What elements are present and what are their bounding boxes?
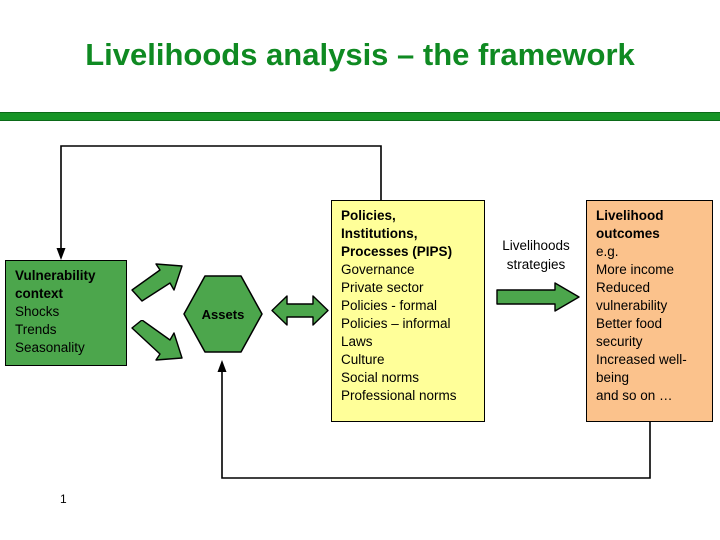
pips-heading-line-3: Processes (PIPS) [341,244,453,259]
outcomes-item-being: being [596,370,630,385]
arrow-assets-pips-bidirectional [271,294,329,327]
outcomes-item-better-food: Better food [596,316,663,331]
title-divider-rule [0,112,720,121]
outcomes-item-more-income: More income [596,262,675,277]
outcomes-item-eg: e.g. [596,244,619,259]
pips-item-policies-formal: Policies - formal [341,298,438,313]
pips-item-governance: Governance [341,262,415,277]
outcomes-item-security: security [596,334,643,349]
strategies-line-1: Livelihoods [502,238,570,253]
vulnerability-heading-line-1: Vulnerability [15,268,96,283]
vulnerability-item-shocks: Shocks [15,304,60,319]
page-title: Livelihoods analysis – the framework [85,37,635,72]
arrow-strategies-to-outcomes [496,282,580,312]
vulnerability-item-seasonality: Seasonality [15,340,85,355]
pips-heading-line-2: Institutions, [341,226,418,241]
outcomes-heading-line-1: Livelihood [596,208,664,223]
livelihood-outcomes-box: Livelihood outcomes e.g. More income Red… [586,200,713,422]
assets-hexagon: Assets [183,275,263,353]
pips-item-policies-informal: Policies – informal [341,316,451,331]
arrow-vulnerability-to-assets-upper [130,262,186,302]
page-number: 1 [60,492,67,506]
pips-item-laws: Laws [341,334,373,349]
pips-item-culture: Culture [341,352,385,367]
strategies-line-2: strategies [506,257,566,272]
outcomes-item-increased-well: Increased well- [596,352,687,367]
pips-item-social-norms: Social norms [341,370,420,385]
pips-item-private-sector: Private sector [341,280,424,295]
pips-heading-line-1: Policies, [341,208,396,223]
vulnerability-heading-line-2: context [15,286,64,301]
outcomes-item-vulnerability: vulnerability [596,298,668,313]
livelihoods-strategies-label: Livelihoods strategies [486,236,586,274]
outcomes-heading-line-2: outcomes [596,226,660,241]
assets-label: Assets [201,306,245,322]
vulnerability-context-box: Vulnerability context Shocks Trends Seas… [5,260,127,366]
pips-box: Policies, Institutions, Processes (PIPS)… [331,200,485,422]
vulnerability-item-trends: Trends [15,322,57,337]
arrow-vulnerability-to-assets-lower [130,320,186,364]
outcomes-item-reduced: Reduced [596,280,651,295]
outcomes-item-and-so-on: and so on … [596,388,673,403]
pips-item-professional-norms: Professional norms [341,388,457,403]
